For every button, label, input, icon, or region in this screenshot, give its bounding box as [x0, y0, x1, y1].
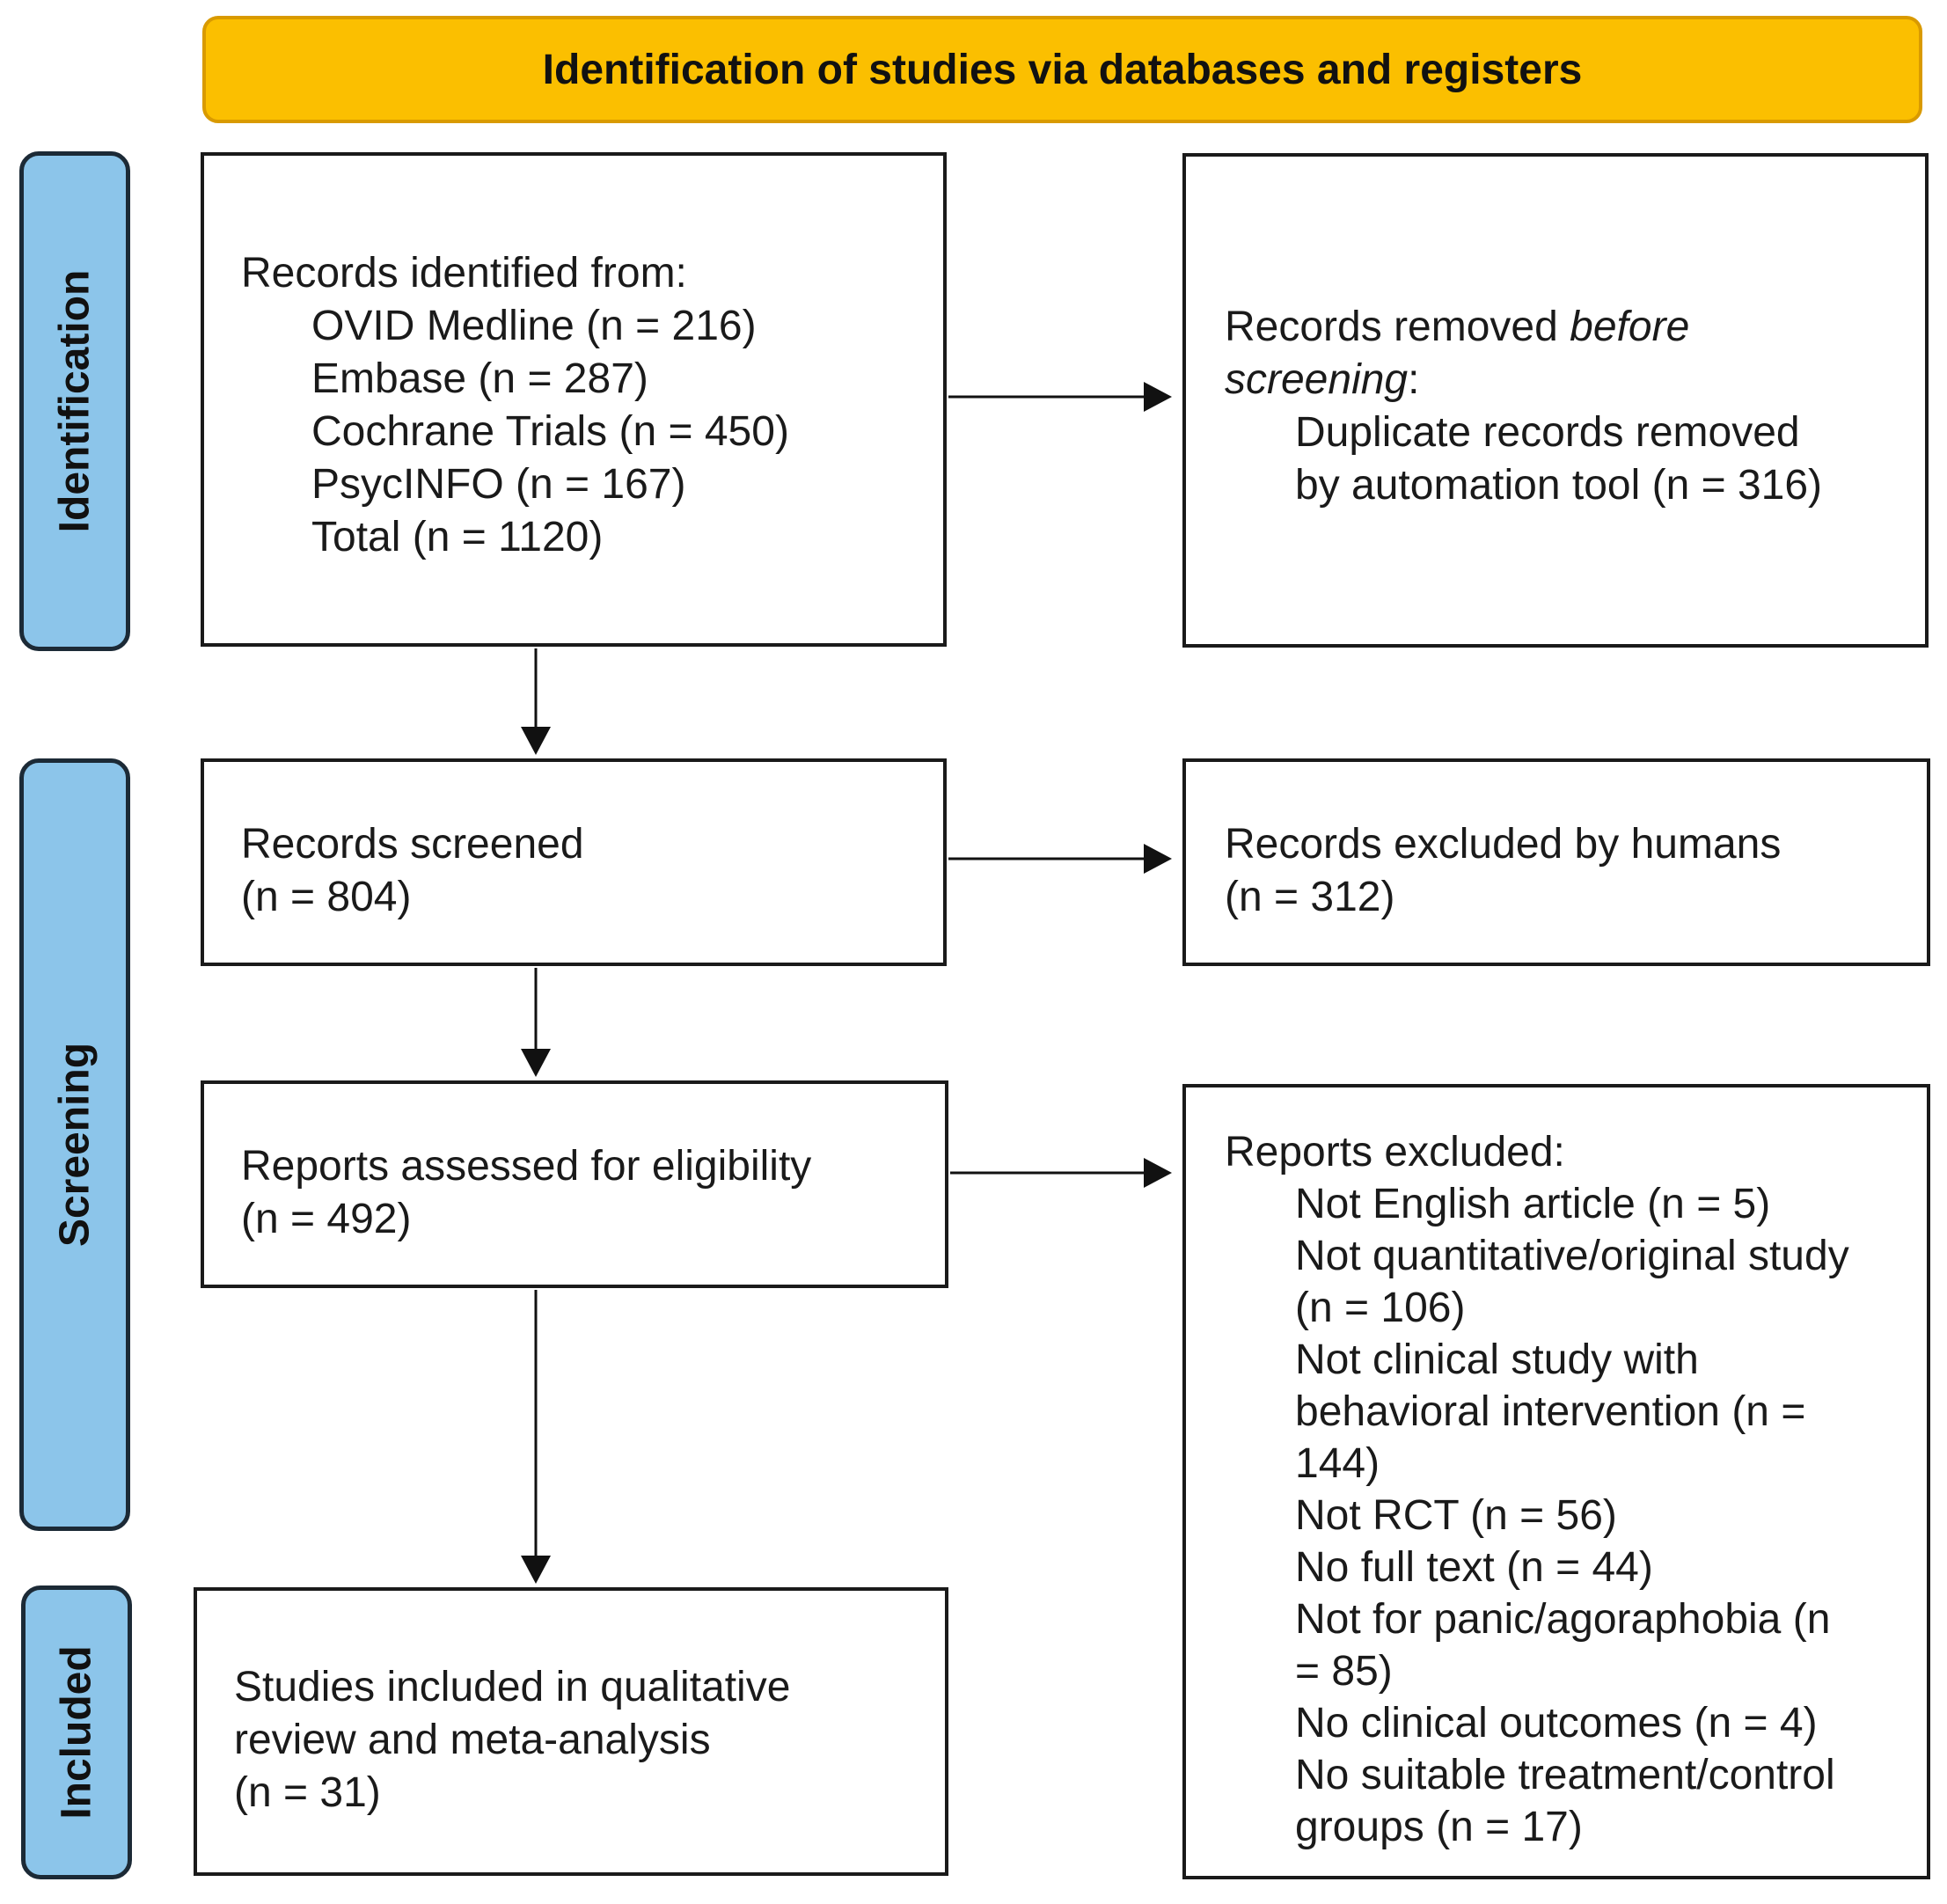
exclusion-reason: (n = 106): [1295, 1285, 1466, 1331]
source-ovid-medline: OVID Medline (n = 216): [311, 303, 757, 349]
duplicate-records-line1: Duplicate records removed: [1295, 409, 1800, 456]
records-identified-box: Records identified from: OVID Medline (n…: [201, 152, 947, 647]
records-removed-box: Records removed before screening: Duplic…: [1182, 153, 1929, 648]
header-banner: Identification of studies via databases …: [202, 16, 1922, 123]
records-screened-box: Records screened (n = 804): [201, 758, 947, 966]
phase-identification: Identification: [19, 151, 130, 651]
exclusion-reason: 144): [1295, 1440, 1380, 1487]
arrowhead: [521, 727, 551, 755]
records-identified-heading: Records identified from:: [241, 250, 687, 297]
arrowhead: [1144, 1158, 1172, 1188]
exclusion-reason: Not English article (n = 5): [1295, 1181, 1771, 1227]
duplicate-records-line2: by automation tool (n = 316): [1295, 462, 1823, 509]
source-total: Total (n = 1120): [311, 514, 604, 560]
arrowhead: [521, 1049, 551, 1077]
records-removed-heading: Records removed before: [1225, 304, 1690, 350]
records-excluded-humans-label: Records excluded by humans: [1225, 821, 1782, 868]
exclusion-reason: No full text (n = 44): [1295, 1544, 1653, 1591]
reports-excluded-box: Reports excluded: Not English article (n…: [1182, 1084, 1930, 1879]
studies-included-line2: review and meta-analysis: [234, 1717, 711, 1763]
reports-excluded-heading: Reports excluded:: [1225, 1129, 1565, 1175]
records-excluded-humans-box: Records excluded by humans (n = 312): [1182, 758, 1930, 966]
source-cochrane: Cochrane Trials (n = 450): [311, 408, 789, 455]
before-emphasis: before: [1570, 304, 1690, 350]
reports-assessed-box: Reports assessed for eligibility (n = 49…: [201, 1080, 948, 1288]
exclusion-reason: groups (n = 17): [1295, 1804, 1583, 1850]
exclusion-reason: No suitable treatment/control: [1295, 1752, 1835, 1798]
studies-included-box: Studies included in qualitative review a…: [194, 1587, 948, 1876]
records-screened-label: Records screened: [241, 821, 584, 868]
records-excluded-humans-count: (n = 312): [1225, 874, 1395, 920]
exclusion-reason: Not RCT (n = 56): [1295, 1492, 1617, 1539]
arrowhead: [521, 1556, 551, 1584]
reports-assessed-label: Reports assessed for eligibility: [241, 1143, 812, 1190]
exclusion-reason: Not for panic/agoraphobia (n: [1295, 1596, 1831, 1643]
screening-emphasis: screening: [1225, 356, 1409, 403]
reports-assessed-count: (n = 492): [241, 1196, 412, 1242]
records-screened-count: (n = 804): [241, 874, 412, 920]
studies-included-count: (n = 31): [234, 1769, 381, 1816]
header-title: Identification of studies via databases …: [542, 46, 1583, 93]
records-removed-heading-cont: screening:: [1225, 356, 1420, 403]
exclusion-reason: Not quantitative/original study: [1295, 1233, 1849, 1279]
phase-included: Included: [21, 1585, 132, 1879]
studies-included-line1: Studies included in qualitative: [234, 1664, 791, 1710]
arrowhead: [1144, 844, 1172, 874]
phase-screening: Screening: [19, 758, 130, 1531]
exclusion-reason: No clinical outcomes (n = 4): [1295, 1700, 1818, 1747]
exclusion-reason: Not clinical study with: [1295, 1336, 1699, 1383]
source-psycinfo: PsycINFO (n = 167): [311, 461, 686, 508]
exclusion-reason: behavioral intervention (n =: [1295, 1388, 1806, 1435]
exclusion-reason: = 85): [1295, 1648, 1393, 1695]
arrowhead: [1144, 382, 1172, 412]
source-embase: Embase (n = 287): [311, 355, 648, 402]
